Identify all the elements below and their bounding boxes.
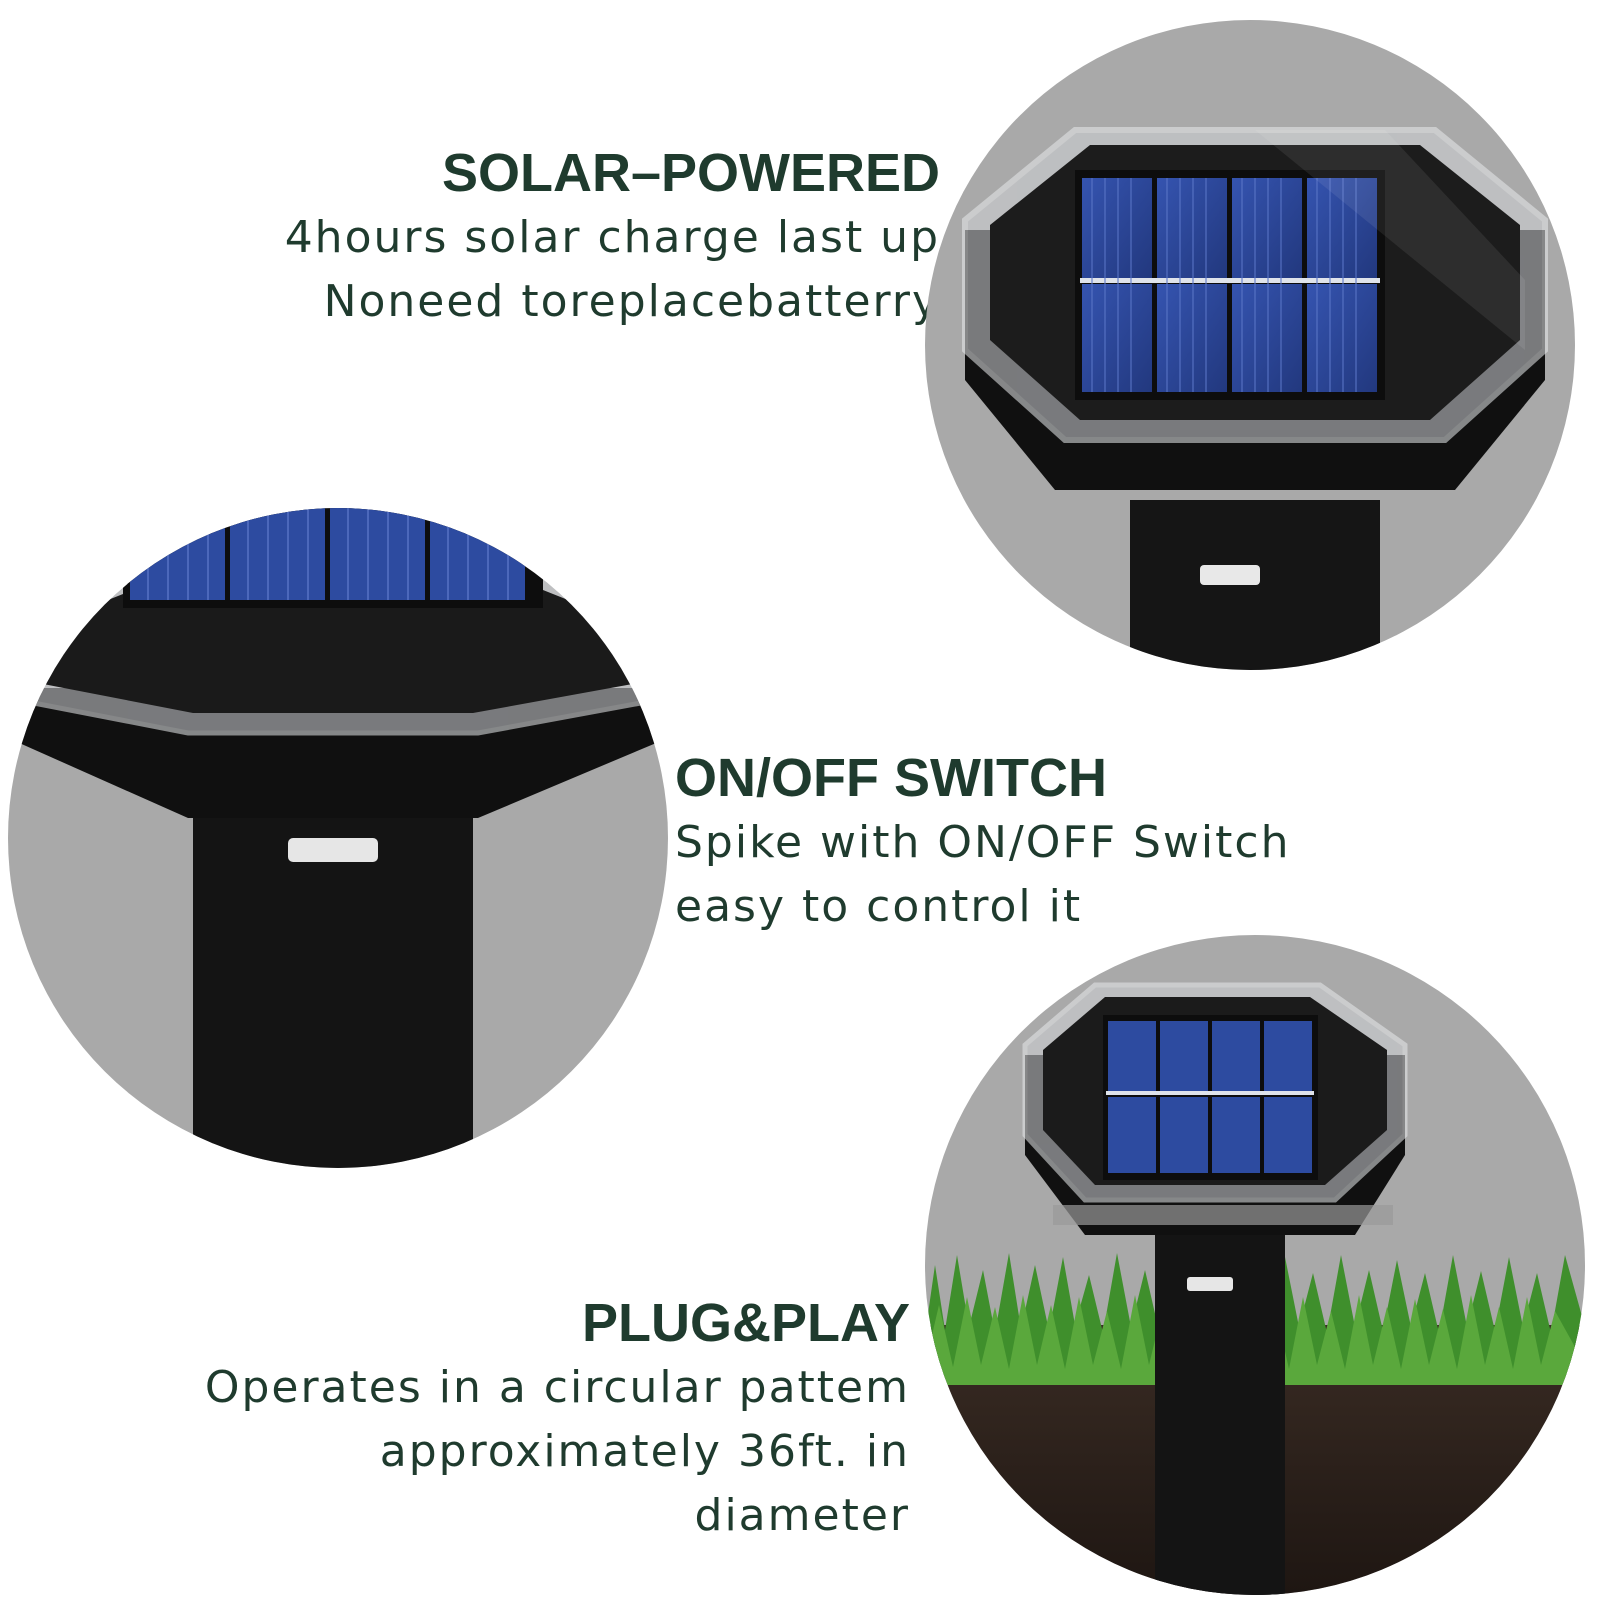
installed-in-ground-photo [925,935,1585,1595]
feature-line: Noneed toreplacebatterry [323,276,940,327]
feature-solar-powered: SOLAR–POWERED 4hours solar charge last u… [230,140,940,334]
feature-line: Operates in a circular pattem [204,1362,910,1413]
feature-title: SOLAR–POWERED [441,143,940,203]
feature-on-off-switch: ON/OFF SWITCH Spike with ON/OFF Switch e… [675,745,1375,939]
feature-title: PLUG&PLAY [581,1293,910,1353]
solar-head-photo [925,20,1575,670]
feature-line: easy to control it [675,881,1083,932]
feature-line: Spike with ON/OFF Switch [675,817,1291,868]
feature-plug-and-play: PLUG&PLAY Operates in a circular pattem … [160,1290,910,1548]
feature-title: ON/OFF SWITCH [675,748,1107,808]
switch-closeup-photo [8,508,668,1168]
feature-line: 4hours solar charge last up [284,212,940,263]
feature-line: approximately 36ft. in diameter [379,1426,910,1541]
